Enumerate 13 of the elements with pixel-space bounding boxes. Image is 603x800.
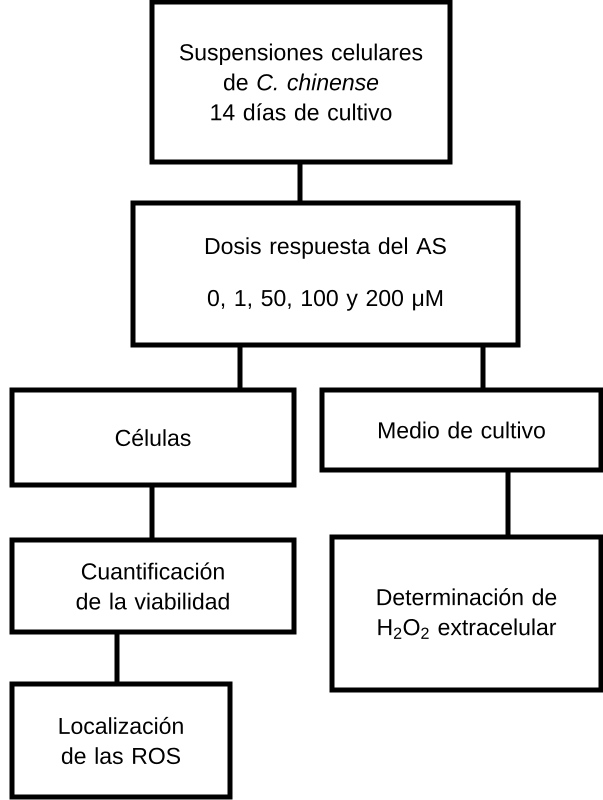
connector-line — [298, 164, 302, 200]
connector-line — [114, 634, 120, 682]
process-box: Células — [10, 388, 296, 488]
connector-line — [480, 348, 486, 388]
connector-line — [150, 488, 154, 538]
connector-line — [506, 472, 510, 534]
process-box: Medio de cultivo — [320, 388, 603, 472]
process-box: Determinación de H$_{2}$O$_{2}$ extracelular — [330, 534, 603, 692]
process-box: Dosis respuesta del AS 0, 1, 50, 100 y 200 μM — [130, 200, 520, 348]
connector-line — [238, 348, 242, 388]
process-box: Suspensiones celulares de C. chinense 14 días de cultivo — [150, 0, 452, 164]
process-box: Cuantificación de la viabilidad — [10, 538, 296, 634]
process-box: Localización de las ROS — [10, 682, 232, 800]
